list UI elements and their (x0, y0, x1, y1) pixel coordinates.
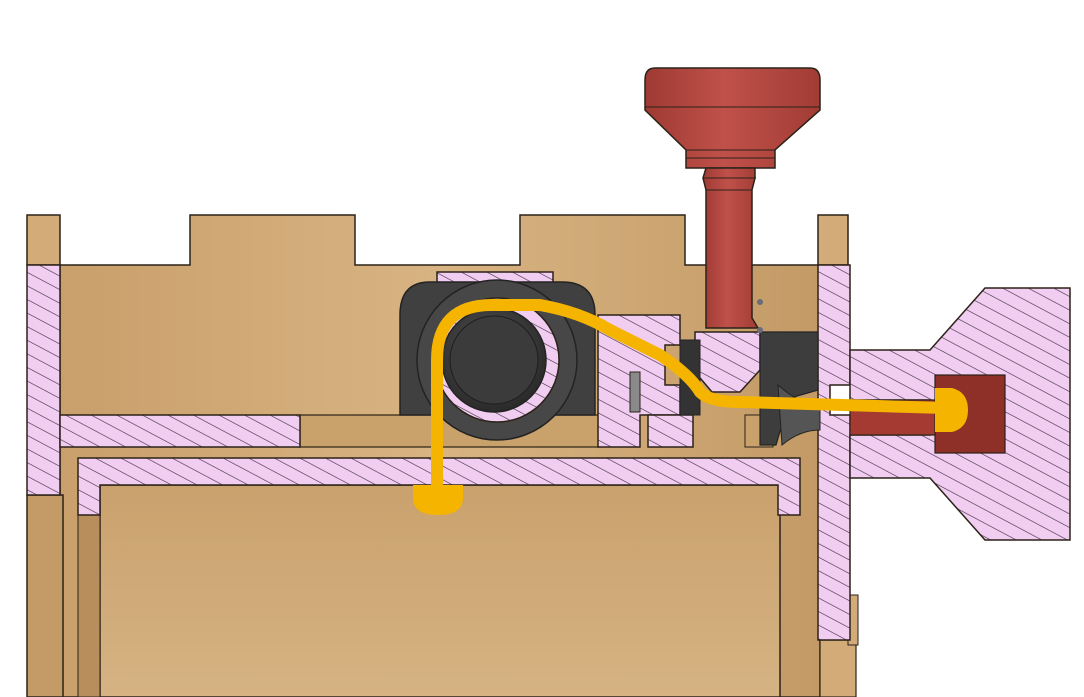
red-plunger (644, 67, 821, 329)
fastener-dots (757, 299, 763, 333)
flow-path (413, 299, 968, 515)
